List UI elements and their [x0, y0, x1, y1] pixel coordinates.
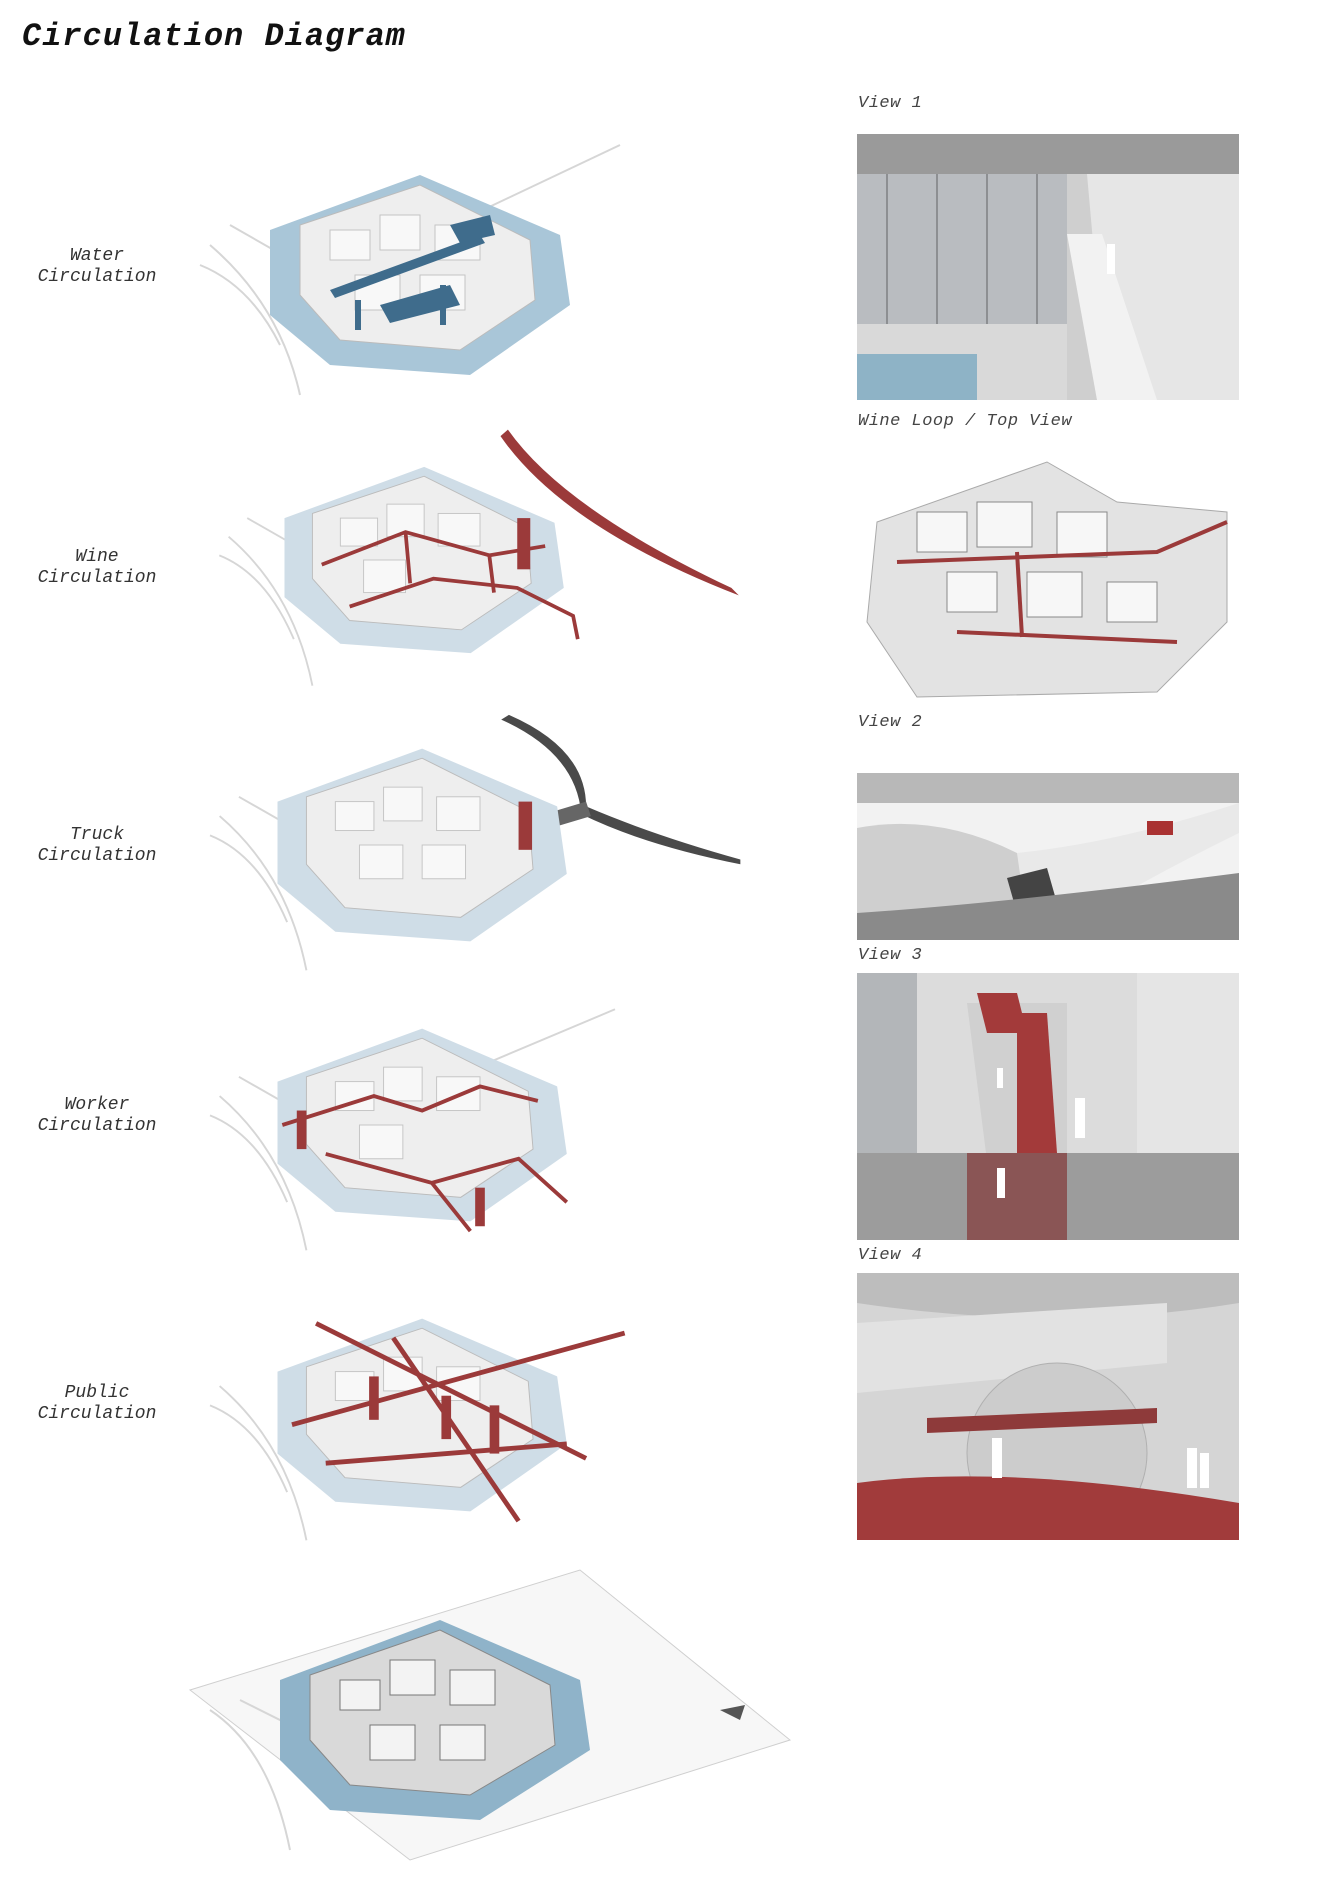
render-view-1: [857, 134, 1239, 400]
label-line-2: Circulation: [37, 267, 157, 287]
caption-view-4: View 4: [858, 1246, 923, 1265]
label-line-1: Worker: [64, 1095, 130, 1115]
label-line-1: Water: [69, 246, 124, 266]
label-truck-circulation: Truck Circulation: [22, 825, 172, 867]
label-worker-circulation: Worker Circulation: [22, 1095, 172, 1137]
label-line-2: Circulation: [37, 568, 157, 588]
label-line-2: Circulation: [37, 1116, 157, 1136]
caption-wine-loop-top-view: Wine Loop / Top View: [858, 412, 1073, 431]
caption-view-1: View 1: [858, 94, 923, 113]
render-wine-loop-top-view: [857, 442, 1239, 707]
render-view-3: [857, 973, 1239, 1240]
render-view-2: [857, 773, 1239, 940]
page-title: Circulation Diagram: [22, 18, 406, 55]
label-water-circulation: Water Circulation: [22, 246, 172, 288]
axo-site-model: [180, 1560, 800, 1870]
label-line-1: Public: [64, 1383, 130, 1403]
label-line-1: Truck: [69, 825, 124, 845]
label-public-circulation: Public Circulation: [22, 1383, 172, 1425]
axo-water-circulation: [190, 135, 770, 405]
label-wine-circulation: Wine Circulation: [22, 547, 172, 589]
label-line-1: Wine: [75, 547, 119, 567]
label-line-2: Circulation: [37, 1404, 157, 1424]
label-line-2: Circulation: [37, 846, 157, 866]
axo-worker-circulation: [190, 990, 770, 1260]
axo-wine-circulation: [190, 425, 770, 695]
caption-view-2: View 2: [858, 713, 923, 732]
axo-truck-circulation: [190, 710, 770, 980]
axo-public-circulation: [190, 1280, 770, 1550]
render-view-4: [857, 1273, 1239, 1540]
caption-view-3: View 3: [858, 946, 923, 965]
